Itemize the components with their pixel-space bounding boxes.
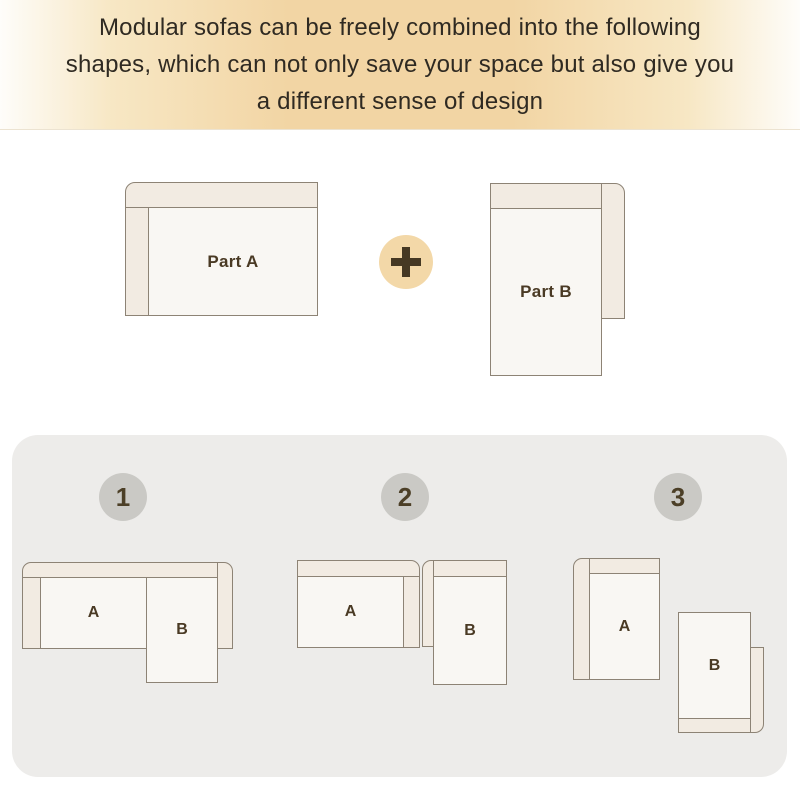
combo1-seat-b: B xyxy=(146,577,218,683)
combination-2-sofa-a: A xyxy=(297,560,420,648)
part-a-seat: Part A xyxy=(148,207,318,316)
part-b-seat: Part B xyxy=(490,208,602,376)
combination-2-number: 2 xyxy=(381,473,429,521)
combo3-seat-a: A xyxy=(589,573,660,680)
parts-diagram: Part A Part B xyxy=(0,130,800,430)
part-b-backrest xyxy=(490,183,602,209)
header-banner: Modular sofas can be freely combined int… xyxy=(0,0,800,130)
combo1-label-a: A xyxy=(87,604,100,621)
combo2-seat-b: B xyxy=(433,576,507,685)
combo2-label-a: A xyxy=(344,603,357,620)
part-a-backrest xyxy=(125,182,318,208)
combo1-label-b: B xyxy=(176,621,188,638)
combo2-seat-a: A xyxy=(297,576,404,648)
combination-3-sofa-a: A xyxy=(573,558,660,680)
combination-1-sofa: A B xyxy=(22,562,233,683)
combo3-backrest-b xyxy=(678,718,751,733)
combo1-armrest-right xyxy=(217,562,233,649)
combination-1-number: 1 xyxy=(99,473,147,521)
combo2-armrest-right xyxy=(403,576,420,648)
part-a-label: Part A xyxy=(207,251,259,271)
combo1-backrest xyxy=(22,562,218,578)
part-b-armrest xyxy=(601,183,625,319)
header-line-1: Modular sofas can be freely combined int… xyxy=(98,14,701,41)
combination-3-sofa-b: B xyxy=(678,612,764,733)
combo2-label-b: B xyxy=(464,621,476,639)
combination-3-number: 3 xyxy=(654,473,702,521)
combo1-seat-a: A xyxy=(40,577,147,649)
header-line-3: a different sense of design xyxy=(256,88,544,115)
part-b-diagram: Part B xyxy=(490,183,625,376)
header-text: Modular sofas can be freely combined int… xyxy=(66,9,734,120)
plus-icon-bar-vertical xyxy=(402,247,410,277)
combination-2-sofa-b: B xyxy=(422,560,507,685)
header-line-2: shapes, which can not only save your spa… xyxy=(65,51,735,78)
combo3-seat-b: B xyxy=(678,612,751,719)
plus-icon xyxy=(379,235,433,289)
part-a-armrest xyxy=(125,207,149,316)
part-b-label: Part B xyxy=(520,282,572,301)
combo3-label-a: A xyxy=(618,617,631,635)
combo3-armrest-left xyxy=(573,558,590,680)
combo2-backrest-a xyxy=(297,560,420,577)
combo3-armrest-right xyxy=(750,647,764,733)
part-a-diagram: Part A xyxy=(125,182,318,316)
combo3-backrest-a xyxy=(589,558,660,574)
combinations-panel: 1 2 3 A B A B A xyxy=(12,435,787,777)
combo3-label-b: B xyxy=(708,656,721,674)
combo2-backrest-b xyxy=(433,560,507,577)
combo1-armrest-left xyxy=(22,577,41,649)
